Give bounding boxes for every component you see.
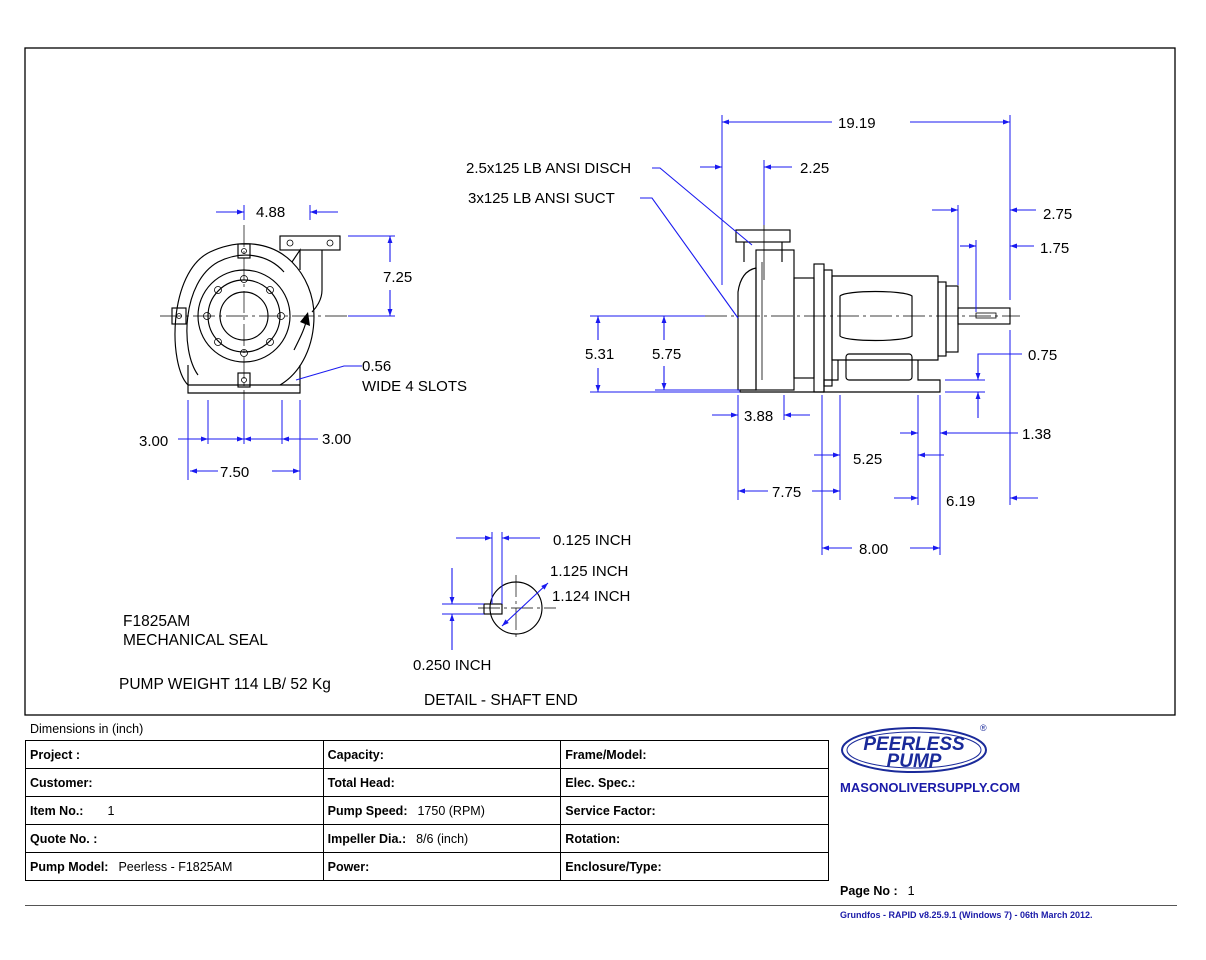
table-row: Project : Capacity: Frame/Model: <box>25 740 829 769</box>
note-weight: PUMP WEIGHT 114 LB/ 52 Kg <box>119 676 331 693</box>
customer-cell: Customer: <box>25 768 324 797</box>
impeller-value: 8/6 (inch) <box>416 831 469 846</box>
project-cell: Project : <box>25 740 324 769</box>
table-row: Item No.: 1 Pump Speed: 1750 (RPM) Service… <box>25 796 829 825</box>
footer-text: Grundfos - RAPID v8.25.9.1 (Windows 7) -… <box>840 910 1093 920</box>
rotation-label: Rotation: <box>565 831 621 846</box>
callout-suction: 3x125 LB ANSI SUCT <box>468 190 615 207</box>
pump-speed-value: 1750 (RPM) <box>417 803 485 818</box>
page-no-label: Page No : <box>840 884 898 898</box>
website-link[interactable]: MASONOLIVERSUPPLY.COM <box>840 780 1021 795</box>
peerless-pump-logo: PEERLESS PUMP ® <box>841 723 987 773</box>
units-note: Dimensions in (inch) <box>30 722 144 736</box>
table-row: Pump Model: Peerless - F1825AM Power: Enc… <box>25 852 829 881</box>
note-seal: MECHANICAL SEAL <box>123 632 268 649</box>
frame-model-cell: Frame/Model: <box>560 740 829 769</box>
dim-7-25: 7.25 <box>383 269 412 286</box>
item-no-value: 1 <box>107 803 115 818</box>
pump-model-label: Pump Model: <box>30 859 109 874</box>
drawing-border <box>24 47 1176 716</box>
frame-model-label: Frame/Model: <box>565 747 647 762</box>
pump-speed-label: Pump Speed: <box>327 803 408 818</box>
logo-line2: PUMP <box>887 751 942 772</box>
elec-spec-cell: Elec. Spec.: <box>560 768 829 797</box>
enclosure-label: Enclosure/Type: <box>565 859 662 874</box>
service-factor-label: Service Factor: <box>565 803 656 818</box>
power-label: Power: <box>327 859 370 874</box>
item-no-label: Item No.: <box>30 803 84 818</box>
detail-shaft-min: 1.124 INCH <box>552 588 630 605</box>
table-row: Quote No. : Impeller Dia.: 8/6 (inch) Rot… <box>25 824 829 853</box>
callout-discharge: 2.5x125 LB ANSI DISCH <box>466 160 631 177</box>
project-label: Project : <box>30 747 81 762</box>
logo-registered: ® <box>980 723 987 733</box>
dim-3-88: 3.88 <box>744 408 773 425</box>
dim-5-75: 5.75 <box>652 346 681 363</box>
detail-key-depth: 0.250 INCH <box>413 657 491 674</box>
dim-0-56: 0.56 <box>362 358 391 375</box>
dim-7-75: 7.75 <box>772 484 801 501</box>
capacity-cell: Capacity: <box>322 740 562 769</box>
rotation-cell: Rotation: <box>560 824 829 853</box>
detail-shaft-max: 1.125 INCH <box>550 563 628 580</box>
dimension-labels: 4.88 7.25 0.56 WIDE 4 SLOTS 3.00 3.00 7.… <box>119 115 1072 709</box>
footer-divider <box>25 905 1177 906</box>
service-factor-cell: Service Factor: <box>560 796 829 825</box>
impeller-label: Impeller Dia.: <box>327 831 407 846</box>
detail-title: DETAIL - SHAFT END <box>424 692 578 709</box>
pump-model-cell: Pump Model: Peerless - F1825AM <box>25 852 324 881</box>
dim-2-25: 2.25 <box>800 160 829 177</box>
dim-19-19: 19.19 <box>838 115 876 132</box>
quote-no-cell: Quote No. : <box>25 824 324 853</box>
dim-1-38: 1.38 <box>1022 426 1051 443</box>
total-head-label: Total Head: <box>327 775 395 790</box>
quote-no-label: Quote No. : <box>30 831 98 846</box>
side-view-dimensions <box>590 115 1038 555</box>
dim-3-00-left: 3.00 <box>139 433 168 450</box>
impeller-cell: Impeller Dia.: 8/6 (inch) <box>322 824 562 853</box>
pump-speed-cell: Pump Speed: 1750 (RPM) <box>322 796 562 825</box>
dim-4-88: 4.88 <box>256 204 285 221</box>
item-no-cell: Item No.: 1 <box>25 796 324 825</box>
detail-key-width: 0.125 INCH <box>553 532 631 549</box>
dim-1-75: 1.75 <box>1040 240 1069 257</box>
dim-7-50: 7.50 <box>220 464 249 481</box>
dim-2-75: 2.75 <box>1043 206 1072 223</box>
pump-info-table: Project : Capacity: Frame/Model: Custome… <box>25 740 829 881</box>
page-number: Page No : 1 <box>840 884 915 898</box>
side-view <box>705 225 1020 393</box>
pump-model-value: Peerless - F1825AM <box>118 859 233 874</box>
front-view-dimensions <box>178 205 395 480</box>
dim-6-19: 6.19 <box>946 493 975 510</box>
power-cell: Power: <box>322 852 562 881</box>
enclosure-cell: Enclosure/Type: <box>560 852 829 881</box>
page-no-value: 1 <box>907 884 915 898</box>
logo-line1: PEERLESS <box>863 734 965 755</box>
customer-label: Customer: <box>30 775 93 790</box>
total-head-cell: Total Head: <box>322 768 562 797</box>
dim-3-00-right: 3.00 <box>322 431 351 448</box>
note-model: F1825AM <box>123 613 190 630</box>
dim-wide-slots: WIDE 4 SLOTS <box>362 378 467 395</box>
dim-8-00: 8.00 <box>859 541 888 558</box>
front-view <box>160 225 350 405</box>
dim-5-31: 5.31 <box>585 346 614 363</box>
dim-5-25: 5.25 <box>853 451 882 468</box>
dim-0-75: 0.75 <box>1028 347 1057 364</box>
shaft-detail <box>442 532 556 650</box>
table-row: Customer: Total Head: Elec. Spec.: <box>25 768 829 797</box>
elec-spec-label: Elec. Spec.: <box>565 775 636 790</box>
capacity-label: Capacity: <box>327 747 384 762</box>
